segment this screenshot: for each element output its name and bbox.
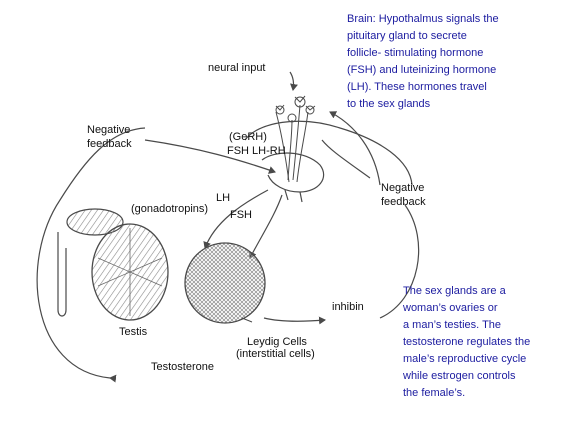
brain-caption-line: (LH). These hormones travel — [347, 81, 487, 93]
brain-caption-line: (FSH) and luteinizing hormone — [347, 64, 497, 76]
sex-glands-caption-line: The sex glands are a — [403, 285, 506, 297]
sex-glands-caption-line: male’s reproductive cycle — [403, 353, 527, 365]
gonadotropins-label: (gonadotropins) — [131, 203, 209, 215]
brain-caption-line: pituitary gland to secrete — [347, 30, 467, 42]
inhibin-label: inhibin — [332, 301, 364, 313]
testis-label: Testis — [119, 326, 148, 338]
leydig-cells-label: Leydig Cells — [247, 336, 307, 348]
right-feedback-arrow-2 — [321, 139, 371, 179]
neural-input-arrow — [289, 71, 298, 91]
lh-arrow — [203, 189, 269, 249]
testosterone-feedback-loop — [36, 127, 146, 383]
brain-caption-line: Brain: Hypothalmus signals the — [347, 13, 499, 25]
negative-feedback-right-line2: feedback — [381, 196, 426, 208]
sex-glands-caption-line: the female’s. — [403, 387, 466, 399]
testosterone-label: Testosterone — [151, 361, 214, 373]
brain-caption: Brain: Hypothalmus signals the pituitary… — [347, 11, 499, 113]
testis-structure — [57, 208, 169, 321]
brain-caption-line: follicle- stimulating hormone — [347, 47, 484, 59]
negative-feedback-right-line1: Negative — [381, 182, 425, 194]
sex-glands-caption-line: while estrogen controls — [403, 370, 516, 382]
inhibin-line — [263, 316, 326, 325]
pituitary-neurons — [275, 95, 316, 183]
sex-glands-caption-line: testosterone regulates the — [403, 336, 531, 348]
fsh-label: FSH — [230, 209, 252, 221]
gerh-label: (GeRH) — [229, 131, 267, 143]
negative-feedback-left-line2: feedback — [87, 138, 132, 150]
sex-glands-caption-line: a man’s testies. The — [403, 319, 502, 331]
inhibin-return — [379, 204, 420, 319]
leydig-structure — [184, 242, 266, 324]
fsh-arrow — [249, 194, 283, 259]
fsh-lhrh-label: FSH LH-RH — [227, 145, 286, 157]
left-feedback-arrow — [144, 139, 276, 174]
neural-input-label: neural input — [208, 62, 266, 74]
right-feedback-arrow-1 — [329, 111, 381, 186]
interstitial-cells-label: (interstitial cells) — [236, 348, 315, 360]
lh-label: LH — [216, 192, 231, 204]
brain-caption-line: to the sex glands — [347, 98, 431, 110]
sex-glands-caption-line: woman’s ovaries or — [403, 302, 498, 314]
negative-feedback-left-line1: Negative — [87, 124, 131, 136]
sex-glands-caption: The sex glands are a woman’s ovaries or … — [403, 283, 530, 402]
brain-outline — [244, 120, 413, 203]
